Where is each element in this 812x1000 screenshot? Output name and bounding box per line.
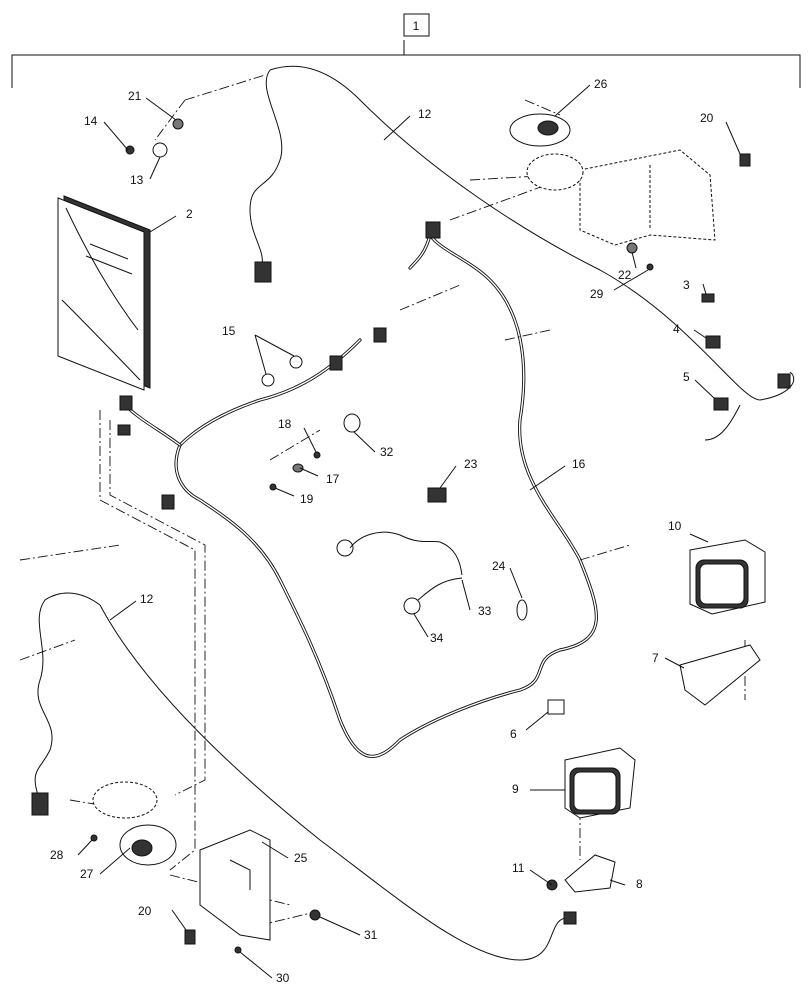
lamp-27 — [92, 781, 177, 866]
callout-3: 3 — [683, 278, 690, 292]
callout-20-lower: 20 — [138, 904, 152, 918]
callout-34: 34 — [430, 631, 444, 645]
bracket-7 — [679, 644, 761, 706]
callout-13: 13 — [130, 173, 144, 187]
callout-15: 15 — [222, 324, 236, 338]
assembly-bracket: 1 — [11, 13, 801, 88]
work-lamp-10 — [689, 539, 766, 615]
callout-11: 11 — [512, 861, 525, 875]
callout-26: 26 — [594, 77, 608, 91]
callout-12-upper: 12 — [418, 107, 432, 121]
work-lamp-9 — [564, 747, 636, 819]
callout-12-lower: 12 — [140, 592, 154, 606]
bracket-8 — [564, 854, 616, 893]
callout-25: 25 — [294, 851, 308, 865]
callout-17: 17 — [326, 472, 340, 486]
harness-12-upper — [249, 65, 795, 441]
callout-labels: 2 3 4 5 6 7 8 9 10 11 12 12 13 14 15 16 … — [50, 77, 714, 985]
callout-33: 33 — [478, 604, 492, 618]
callout-30: 30 — [276, 971, 290, 985]
callout-2: 2 — [186, 207, 193, 221]
callout-29: 29 — [590, 287, 604, 301]
callout-23: 23 — [464, 457, 478, 471]
callout-14: 14 — [84, 114, 98, 128]
upper-lamp-bracket — [579, 149, 716, 246]
lower-lamp-bracket — [199, 829, 271, 941]
callout-32: 32 — [380, 445, 394, 459]
callout-28: 28 — [50, 848, 64, 862]
leader-lines — [77, 84, 741, 979]
harness-16-main — [117, 221, 598, 758]
callout-7: 7 — [652, 651, 659, 665]
callout-31: 31 — [364, 928, 378, 942]
callout-10: 10 — [668, 519, 682, 533]
callout-9: 9 — [512, 782, 519, 796]
callout-21: 21 — [128, 89, 142, 103]
callout-27: 27 — [80, 867, 94, 881]
callout-4: 4 — [673, 322, 680, 336]
callout-6: 6 — [510, 727, 517, 741]
callout-8: 8 — [636, 877, 643, 891]
instruction-booklet — [57, 195, 151, 391]
callout-24: 24 — [492, 559, 506, 573]
callout-18: 18 — [278, 417, 292, 431]
lamp-26 — [509, 113, 584, 191]
callout-16: 16 — [572, 457, 586, 471]
callout-19: 19 — [300, 492, 314, 506]
callout-5: 5 — [683, 370, 690, 384]
callout-20-upper: 20 — [700, 111, 714, 125]
callout-1: 1 — [413, 19, 420, 33]
callout-22: 22 — [618, 268, 632, 282]
harness-12-lower — [31, 592, 577, 961]
switches-and-hardware — [90, 118, 751, 954]
